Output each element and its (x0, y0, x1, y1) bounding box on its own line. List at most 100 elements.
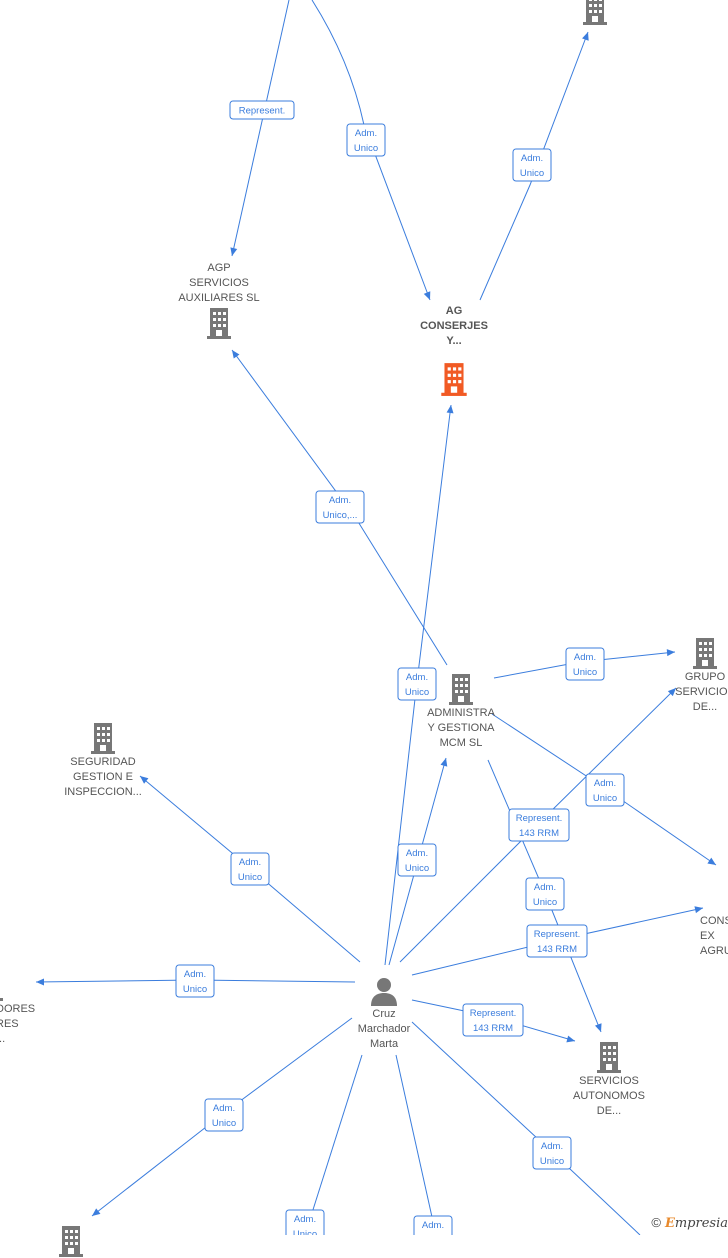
edge-adm-ag-conserjes-top (311, 0, 431, 301)
edge-label-text: Adm. (184, 969, 206, 980)
building-icon (0, 970, 3, 1001)
edge-label-box (175, 964, 215, 998)
edge-label-text: Adm. (521, 153, 543, 164)
edge-label-box (346, 123, 386, 157)
node-seguridad-gestion[interactable]: SEGURIDAD GESTION E INSPECCION... (54, 721, 152, 800)
edge-label-adm-unico[interactable]: Adm.Unico (565, 647, 605, 681)
node-label: SERVICIOS AUTONOMOS DE... (573, 1075, 645, 1117)
arrowhead (92, 1208, 101, 1216)
edge-label-text: Unico (593, 793, 617, 804)
edge-label-text: Unico (293, 1229, 317, 1235)
edge-label-adm-unico[interactable]: Adm.Unico (525, 877, 565, 911)
edge-label-adm-unico[interactable]: Adm. Unico (346, 123, 386, 157)
edge-label-text: Unico (520, 168, 544, 179)
edge-label-box (585, 773, 625, 807)
edge-label-represent-143[interactable]: Represent.143 RRM (526, 924, 588, 958)
node-ag-conserjes[interactable]: AG CONSERJES Y... (404, 304, 504, 397)
edge-label-box (525, 877, 565, 911)
edge-label-box (397, 843, 437, 877)
edge-label-adm-unico[interactable]: Adm. Unico (285, 1209, 325, 1235)
edge-label-text: Adm. (239, 857, 261, 868)
edge-label-adm-unico[interactable]: Adm. Unico (512, 148, 552, 182)
edge-label-text: 143 RRM (537, 944, 577, 955)
edge-label-box (462, 1003, 524, 1037)
edge-label-box (397, 667, 437, 701)
edge-label-adm-unico[interactable]: Adm.Unico (532, 1136, 572, 1170)
building-icon (693, 638, 717, 669)
node-servicios-autonomos[interactable]: SERVICIOS AUTONOMOS DE... (566, 1040, 652, 1119)
node-label: GRUPO SERVICIOS DE... (675, 671, 728, 713)
edge-cruz-to-bottom-2 (395, 1054, 437, 1235)
arrowhead (707, 857, 716, 865)
edge-label-text: Unico,... (323, 510, 358, 521)
edge-label-adm-unico[interactable]: Adm. Unico (175, 964, 215, 998)
edge-label-box (508, 808, 570, 842)
node-grupo-servicios[interactable]: GRUPO SERVICIOS DE... (670, 636, 728, 715)
edge-label-text: Adm. (213, 1103, 235, 1114)
brand-watermark: ©Empresia (651, 1215, 728, 1231)
edge-label-represent[interactable]: Represent. (229, 100, 295, 120)
edge-label-box (204, 1098, 244, 1132)
edge-label-text: Adm. (406, 848, 428, 859)
building-icon (91, 723, 115, 754)
edge-label-represent-143[interactable]: Represent.143 RRM (462, 1003, 524, 1037)
edge-label-box (285, 1209, 325, 1235)
edge-label-box (526, 924, 588, 958)
edge-label-represent-143[interactable]: Represent.143 RRM (508, 808, 570, 842)
node-label: SEGURIDAD GESTION E INSPECCION... (64, 756, 142, 798)
edge-label-adm-unico[interactable]: Adm. Unico (204, 1098, 244, 1132)
node-label: Cruz Marchador Marta (357, 1008, 411, 1050)
node-label: DORES RES ... (0, 1003, 36, 1045)
edge-label-adm-unico[interactable]: Adm. Unico (397, 843, 437, 877)
arrowhead (232, 350, 240, 359)
arrowhead (423, 291, 431, 300)
edge-label-text: Adm. (294, 1214, 316, 1225)
node-label: CONS EX AGRU (700, 915, 728, 957)
edge-label-text: Unico (405, 687, 429, 698)
edge-label-text: Unico (183, 984, 207, 995)
edge-label-text: Represent. (516, 813, 562, 824)
edge-cruz-to-bottom-1 (304, 1054, 363, 1235)
node-agp-servicios-auxiliares[interactable]: AGP SERVICIOS AUXILIARES SL (168, 261, 270, 340)
arrowhead (230, 247, 238, 256)
edge-label-adm-unico[interactable]: Adm. Unico (585, 773, 625, 807)
edge-label-text: Unico (354, 143, 378, 154)
node-administra-y-gestiona[interactable]: ADMINISTRA Y GESTIONA MCM SL (418, 672, 504, 751)
node-label: AG CONSERJES Y... (420, 305, 488, 347)
edge-label-text: Adm. (594, 778, 616, 789)
edge-represent-agp (231, 0, 290, 257)
arrowhead (594, 1023, 602, 1032)
edge-label-text: Adm. (355, 128, 377, 139)
edge-label-text: Adm. (574, 652, 596, 663)
node-cons-agru[interactable]: CONS EX AGRU (700, 914, 728, 959)
edge-label-adm-unico-more[interactable]: Adm.Unico,... (315, 490, 365, 524)
edge-label-text: Adm. (534, 882, 556, 893)
arrowhead (440, 758, 448, 767)
edge-label-box (315, 490, 365, 524)
edge-label-text: Unico (405, 863, 429, 874)
brand-rest: mpresia (674, 1216, 728, 1231)
edge-label-box (229, 100, 295, 120)
node-dores-res[interactable]: DORES RES ... (0, 968, 42, 1047)
edge-label-box (413, 1215, 453, 1235)
edge-label-text: Unico (238, 872, 262, 883)
arrowhead (36, 978, 44, 986)
edge-label-adm-unico[interactable]: Adm. Unico (397, 667, 437, 701)
building-icon (441, 363, 467, 396)
node-cruz-marchador-marta[interactable]: Cruz Marchador Marta (344, 975, 424, 1052)
edge-label-text: Unico (540, 1156, 564, 1167)
edge-label-text: Represent. (239, 106, 285, 117)
building-icon (449, 674, 473, 705)
edge-adm-to-top-building (479, 31, 589, 301)
edge-label-adm-unico[interactable]: Adm. Unico (230, 852, 270, 886)
edge-label-box (565, 647, 605, 681)
arrowhead (446, 405, 454, 414)
copyright-symbol: © (651, 1215, 661, 1230)
edge-label-adm-unico[interactable]: Adm.Unico (413, 1215, 453, 1235)
edge-label-text: Unico (212, 1118, 236, 1129)
building-icon (207, 308, 231, 339)
edge-label-text: Adm. (406, 672, 428, 683)
brand-initial: E (664, 1216, 675, 1231)
node-label: AGP SERVICIOS AUXILIARES SL (178, 262, 260, 304)
